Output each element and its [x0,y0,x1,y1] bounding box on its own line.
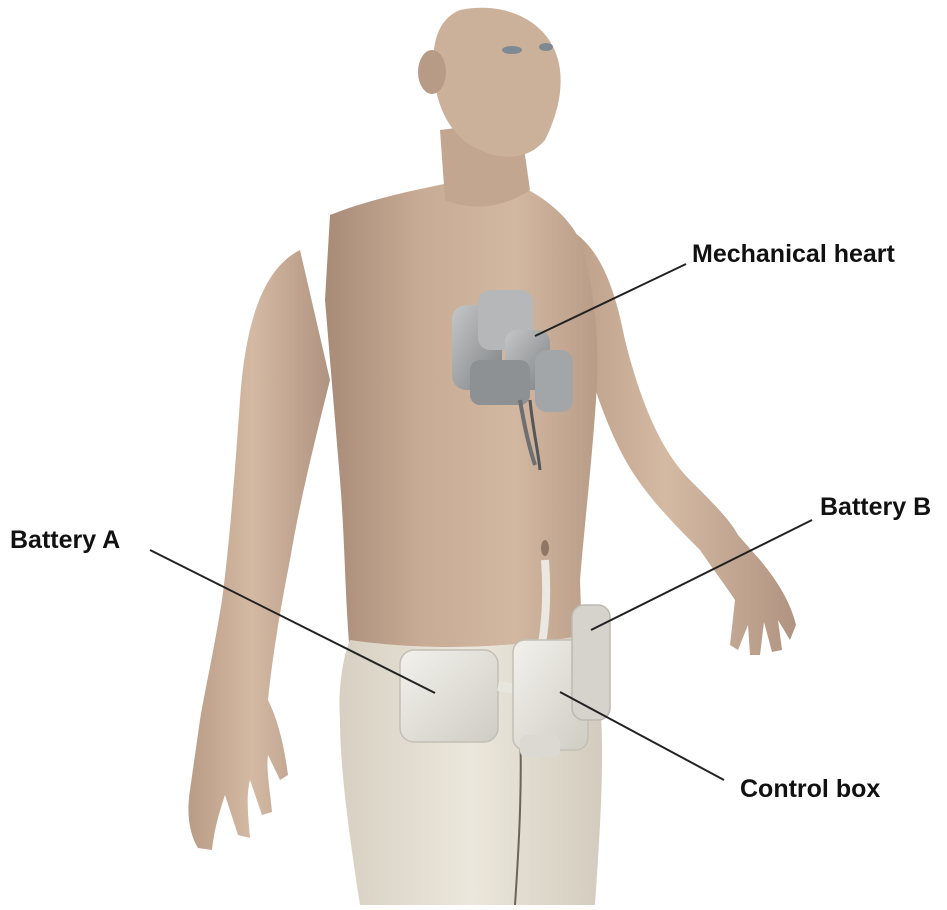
eye [502,46,522,54]
label-battery-b: Battery B [820,495,931,520]
right-arm [560,225,796,655]
torso [325,175,597,655]
label-battery-a: Battery A [10,528,120,553]
battery-b-device [572,605,610,720]
ear [418,50,446,94]
eye [539,43,553,51]
label-control-box: Control box [740,777,880,802]
left-arm [188,250,330,850]
navel [541,540,549,556]
label-mechanical-heart: Mechanical heart [692,242,895,267]
